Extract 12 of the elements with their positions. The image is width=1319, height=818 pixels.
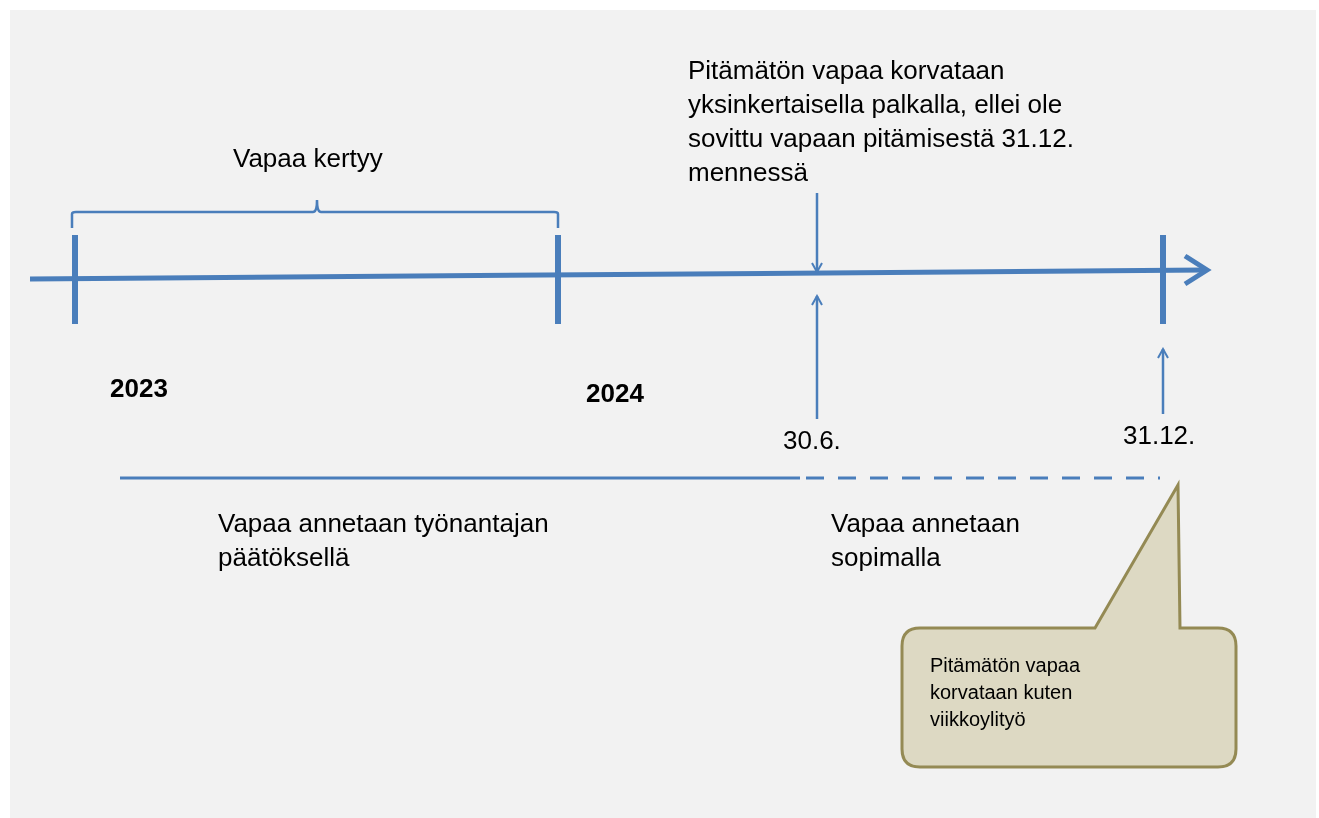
date-label: 31.12. xyxy=(1123,418,1213,452)
arrow xyxy=(811,193,823,273)
note-text: Pitämätön vapaa korvataan yksinkertaisella palkalla, ellei ole sovittu vapaan pitämisestä 31.12. mennessä xyxy=(688,53,1078,189)
date-label: 30.6. xyxy=(783,423,863,457)
arrow xyxy=(1157,348,1169,414)
period-label: Vapaa kertyy xyxy=(233,142,384,175)
arrow xyxy=(811,295,823,419)
callout-text: Pitämätön vapaa korvataan kuten viikkoylityö xyxy=(930,653,1082,732)
year-label: 2024 xyxy=(586,377,645,410)
period-label: Vapaa annetaan työnantajan päätöksellä xyxy=(218,507,550,574)
year-label: 2023 xyxy=(110,372,169,405)
period-label: Vapaa annetaan sopimalla xyxy=(831,507,1021,574)
